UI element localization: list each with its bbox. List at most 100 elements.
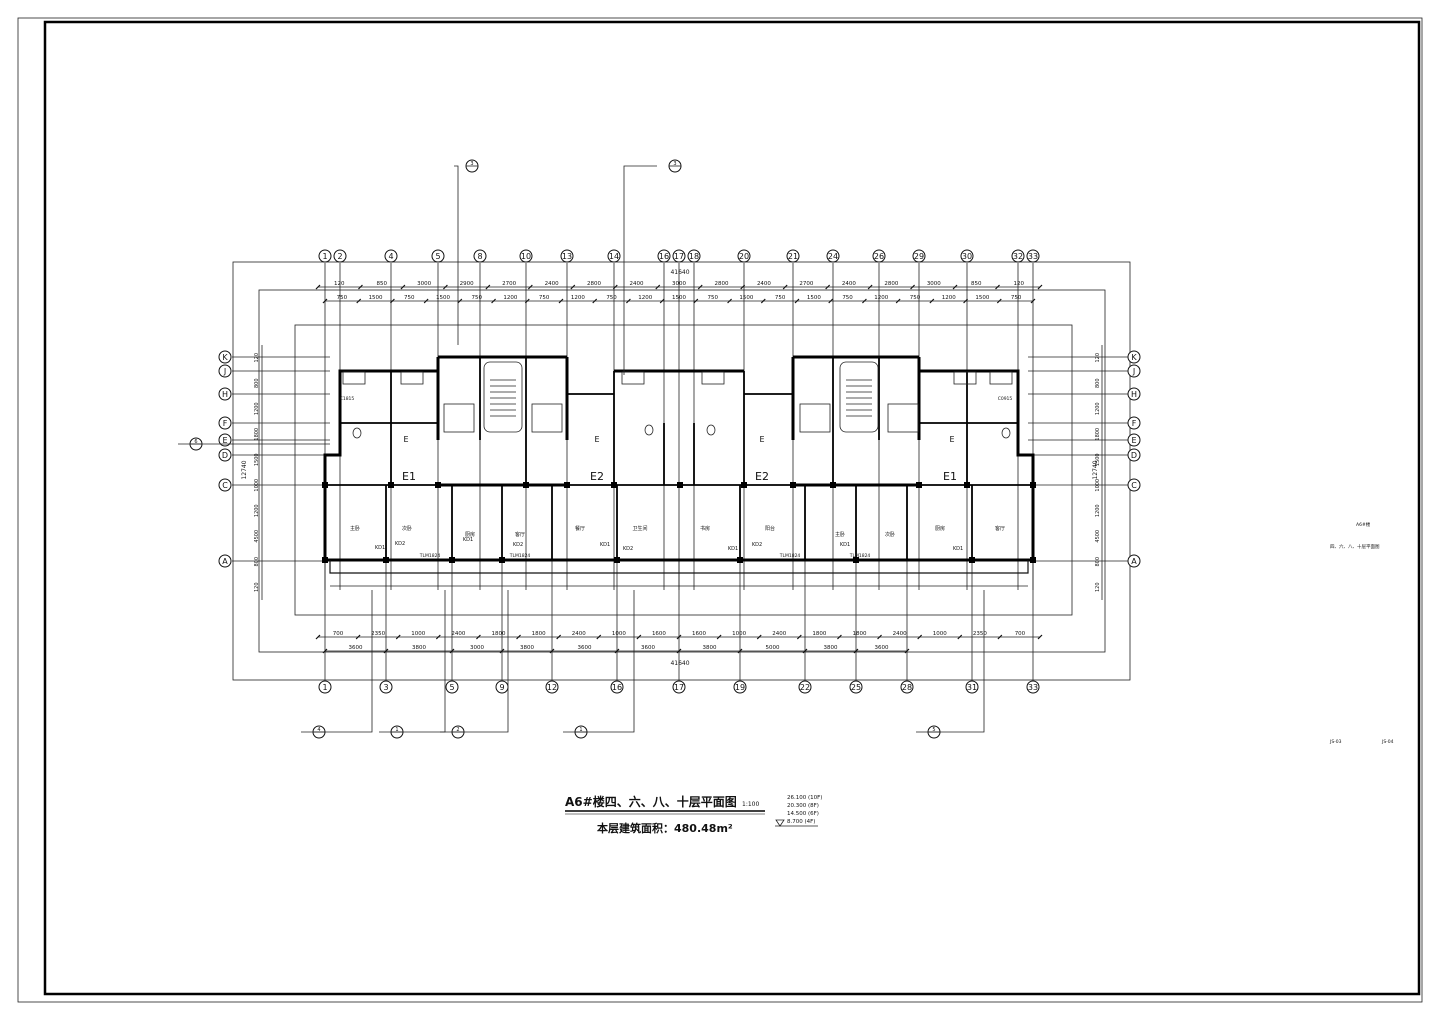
column-14: [1030, 557, 1036, 563]
dim-top-row2-text-2: 750: [404, 295, 415, 301]
dim-bottom-row1-tick-7: [596, 634, 602, 640]
title-block-code: JS-03: [1329, 739, 1342, 745]
dim-bottom-row1-text-2: 1000: [411, 631, 425, 637]
axis-bubble-top-32-label: 32: [1013, 252, 1023, 261]
dim-top-row2-tick-1: [356, 298, 362, 304]
elevation-6f: 14.500 (6F): [787, 811, 819, 817]
axis-bubble-top-5-circle: [431, 249, 445, 263]
dim-top-row1-tick-17: [1037, 284, 1043, 290]
axis-bubble-right-A-label: A: [1131, 557, 1137, 566]
dim-bottom-row2-tick-9: [853, 648, 859, 654]
axis-bubble-right-A-circle: [1127, 554, 1141, 568]
axis-bubble-top-29-circle: [912, 249, 926, 263]
axis-bubble-bottom-5-circle: [445, 680, 459, 694]
dim-bottom-row1-text-3: 2400: [451, 631, 465, 637]
axis-bubble-left-C-label: C: [222, 481, 228, 490]
axis-bubble-bottom-33-label: 33: [1028, 683, 1038, 692]
axis-bubble-bottom-22: 22: [798, 680, 812, 694]
axis-bubble-right-C-label: C: [1131, 481, 1137, 490]
dim-top-row1-text-4: 2700: [502, 281, 516, 287]
axis-bubble-top-13-circle: [560, 249, 574, 263]
room-label-2: 厨房: [465, 531, 475, 538]
axis-bubble-right-H-label: H: [1131, 390, 1137, 399]
column-8: [741, 482, 747, 488]
column-17: [499, 557, 505, 563]
axis-bubble-bottom-16-label: 16: [612, 683, 622, 692]
dim-top-row1-text-13: 2800: [884, 281, 898, 287]
dim-bottom-row1-tick-12: [796, 634, 802, 640]
dim-top-row1-text-7: 2400: [630, 281, 644, 287]
door-tag-4: KD1: [600, 542, 610, 548]
dim-right-text-6: 1200: [1095, 504, 1101, 517]
dim-bottom-row1-tick-9: [676, 634, 682, 640]
column-2: [388, 482, 394, 488]
axis-bubble-right-C-circle: [1127, 478, 1141, 492]
dim-top-row1-tick-13: [867, 284, 873, 290]
dim-frame-mid: [258, 289, 1106, 653]
unit-mark-3: E: [949, 435, 954, 444]
axis-bubble-right-F-circle: [1127, 416, 1141, 430]
window-tag-5: TLM1824: [849, 553, 871, 559]
dim-left-text-9: 120: [254, 582, 260, 592]
dim-top-row2-text-19: 1500: [975, 295, 989, 301]
axis-bubble-bottom-19-circle: [733, 680, 747, 694]
axis-bubble-top-4-circle: [384, 249, 398, 263]
column-10: [830, 482, 836, 488]
callout-left-0: 6: [178, 437, 330, 451]
callout-bottom-1-label: 1: [395, 727, 398, 733]
dim-top-row2-tick-0: [322, 298, 328, 304]
stair-core-2-shaft: [839, 361, 879, 433]
callout-top-0-leader: [454, 165, 459, 345]
axis-bubble-left-H: H: [218, 387, 232, 401]
axis-bubble-left-D-circle: [218, 448, 232, 462]
callout-top-1: 3: [623, 159, 682, 375]
axis-bubble-top-29-label: 29: [914, 252, 924, 261]
dim-top-row1-text-14: 3000: [927, 281, 941, 287]
dim-bottom-row2-text-3: 3800: [520, 645, 534, 651]
axis-bubble-bottom-17-label: 17: [674, 683, 684, 692]
elevation-4f: 8.700 (4F): [787, 819, 815, 825]
column-12: [964, 482, 970, 488]
fixture-toilet-3: [1001, 427, 1011, 439]
dim-bottom-row2-text-6: 3800: [703, 645, 717, 651]
axis-bubble-top-4: 4: [384, 249, 398, 263]
dim-bottom-row1-text-17: 700: [1015, 631, 1026, 637]
unit-label-0: E1: [402, 470, 416, 483]
axis-bubble-top-8-label: 8: [477, 252, 482, 261]
dim-top-row1-tick-5: [527, 284, 533, 290]
axis-bubble-left-F-label: F: [223, 419, 228, 428]
elevation-triangle-icon: [775, 819, 785, 827]
column-19: [737, 557, 743, 563]
column-6: [611, 482, 617, 488]
axis-bubble-bottom-16: 16: [610, 680, 624, 694]
axis-bubble-top-30-label: 30: [962, 252, 972, 261]
axis-bubble-top-2-circle: [333, 249, 347, 263]
callout-left-0-label: 6: [194, 439, 197, 445]
unit-mark-0: E: [403, 435, 408, 444]
column-15: [383, 557, 389, 563]
dim-top-row2-tick-3: [423, 298, 429, 304]
dim-top-row2-tick-4: [457, 298, 463, 304]
callout-bottom-1-leader: [379, 590, 446, 733]
dim-bottom-row1-text-16: 2350: [973, 631, 987, 637]
axis-bubble-top-16-label: 16: [659, 252, 669, 261]
dim-top-row2-text-1: 1500: [369, 295, 383, 301]
axis-bubble-top-16: 16: [657, 249, 671, 263]
dim-bottom-row1-tick-8: [636, 634, 642, 640]
dim-top-row1-tick-12: [825, 284, 831, 290]
dim-top-row2-text-13: 750: [775, 295, 786, 301]
axis-bubble-bottom-31-circle: [965, 680, 979, 694]
axis-bubble-right-H: H: [1127, 387, 1141, 401]
dim-top-row2-tick-15: [828, 298, 834, 304]
dim-bottom-row1-tick-5: [516, 634, 521, 640]
callout-bottom-0: 4: [301, 590, 373, 739]
axis-bubble-left-K-label: K: [222, 353, 228, 362]
dim-bottom-row1-text-13: 1800: [853, 631, 867, 637]
axis-bubble-top-20-circle: [737, 249, 751, 263]
fixture-toilet-1: [644, 424, 654, 436]
axis-bubble-top-4-label: 4: [388, 252, 393, 261]
axis-bubble-right-C: C: [1127, 478, 1141, 492]
room-label-6: 书房: [700, 525, 710, 532]
axis-bubble-bottom-31: 31: [965, 680, 979, 694]
